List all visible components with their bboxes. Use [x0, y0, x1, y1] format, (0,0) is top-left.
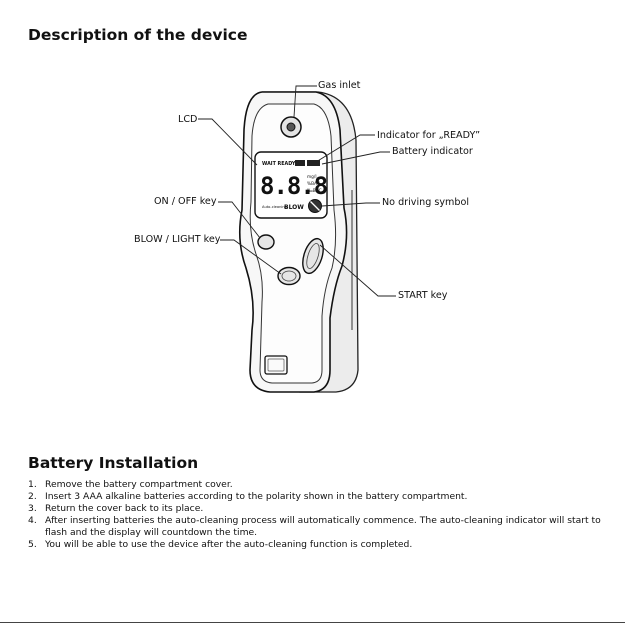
battery-installation-steps: 1.Remove the battery compartment cover. …: [28, 479, 608, 550]
label-start-key: START key: [398, 290, 448, 301]
section-title-description: Description of the device: [28, 26, 248, 44]
battery-compartment: [264, 355, 288, 375]
lcd-status-icon: [307, 160, 320, 166]
list-item: 4. After inserting batteries the auto-cle…: [28, 515, 608, 539]
list-item: 2. Insert 3 AAA alkaline batteries accord…: [28, 491, 608, 503]
step-text: Return the cover back to its place.: [45, 502, 204, 514]
lcd-frame: [254, 151, 328, 219]
lcd-auto-cleaning: Auto-cleaning: [262, 205, 287, 209]
lcd-battery-icon: [295, 160, 305, 166]
step-number: 5.: [28, 538, 37, 550]
device-illustration: WAIT READY 8.8.8 mg/l %BAC ‰BAC Auto-cle…: [198, 85, 396, 393]
label-on-off-key: ON / OFF key: [154, 196, 217, 207]
leader-ready: [315, 134, 375, 163]
lcd-unit-bac-percent: %BAC: [307, 181, 320, 187]
label-lcd: LCD: [178, 114, 198, 125]
leader-lcd: [198, 118, 258, 166]
label-blow-light-key: BLOW / LIGHT key: [134, 234, 221, 245]
leader-lines: [198, 85, 396, 297]
leader-on-off: [218, 201, 261, 239]
list-item: 5. You will be able to use the device aft…: [28, 539, 608, 551]
leader-battery: [321, 151, 390, 165]
lcd-blow: BLOW: [284, 204, 304, 211]
lcd-top-row: WAIT READY: [262, 161, 296, 167]
battery-compartment-inner: [267, 358, 285, 372]
blow-light-key-inner: [281, 270, 297, 282]
section-title-battery-installation: Battery Installation: [28, 454, 199, 472]
step-text: You will be able to use the device after…: [45, 538, 413, 550]
step-number: 2.: [28, 490, 37, 502]
step-text: Remove the battery compartment cover.: [45, 479, 233, 490]
label-gas-inlet: Gas inlet: [318, 80, 361, 91]
step-number: 3.: [28, 502, 37, 514]
leader-no-driving: [321, 202, 380, 207]
lcd-unit-mgl: mg/l: [307, 174, 317, 180]
label-battery-indicator: Battery indicator: [392, 146, 473, 157]
start-key-inner: [306, 243, 320, 269]
blow-light-key: [277, 266, 301, 286]
label-no-driving-symbol: No driving symbol: [382, 197, 470, 208]
bottom-divider: [0, 622, 625, 623]
label-ready-indicator: Indicator for „READY”: [377, 130, 481, 141]
leader-blow-light: [220, 239, 282, 275]
step-number: 1.: [28, 479, 37, 490]
step-text: Insert 3 AAA alkaline batteries accordin…: [45, 490, 468, 502]
start-key: [302, 237, 324, 275]
on-off-key: [257, 234, 275, 250]
leader-start: [319, 244, 396, 297]
lcd-unit-bac-permille: ‰BAC: [307, 188, 322, 194]
no-driving-slash: [310, 201, 320, 211]
gas-inlet-hole: [286, 122, 296, 132]
step-number: 4.: [28, 514, 37, 526]
list-item: 3. Return the cover back to its place.: [28, 503, 608, 515]
lcd-digits: 8.8.8: [260, 172, 327, 200]
device-diagram: WAIT READY 8.8.8 mg/l %BAC ‰BAC Auto-cle…: [0, 70, 625, 410]
step-text: After inserting batteries the auto-clean…: [45, 514, 601, 538]
list-item: 1. Remove the battery compartment cover.: [28, 479, 608, 491]
leader-gas-inlet: [293, 85, 317, 118]
